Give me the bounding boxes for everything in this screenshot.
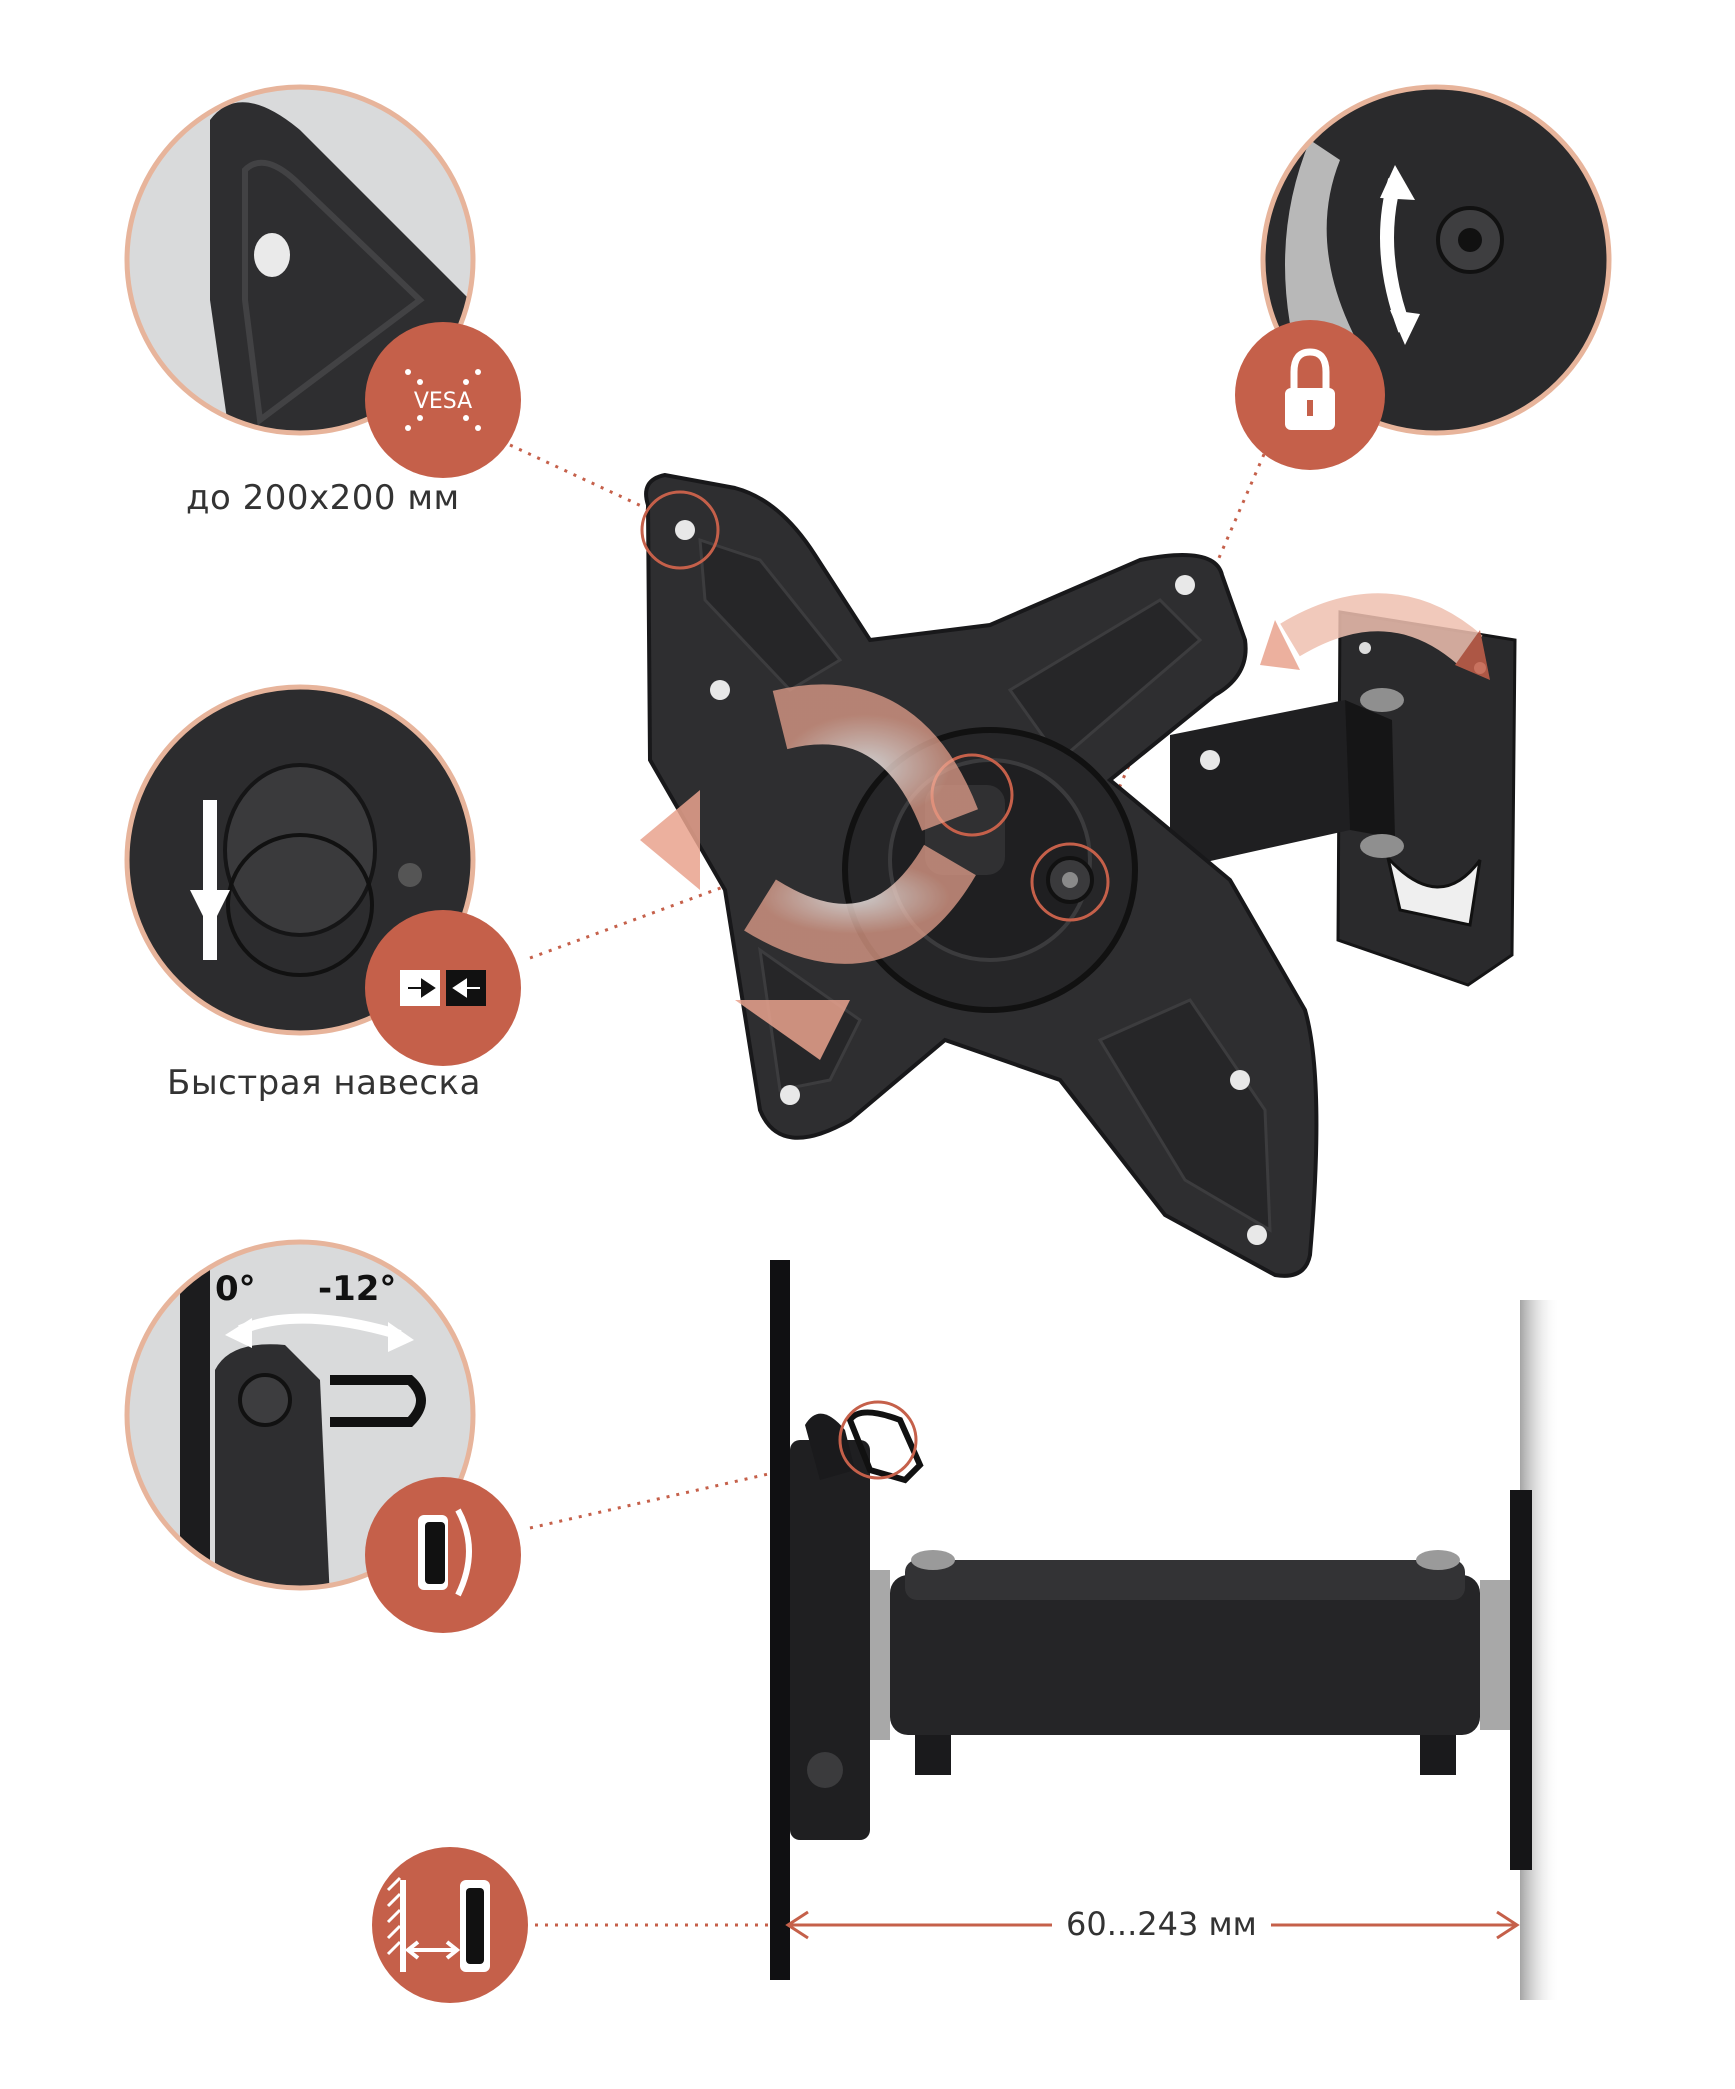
tilt-icon [418, 1508, 472, 1597]
side-view [770, 1260, 1560, 2000]
vesa-badge-text: VESA [414, 389, 472, 414]
distance-label: 60...243 мм [1052, 1905, 1271, 1943]
quick-mount-caption: Быстрая навеска [167, 1063, 481, 1103]
tilt-badge [365, 1477, 521, 1633]
vesa-icon [405, 369, 481, 431]
tilt-angle-start: 0° [215, 1269, 256, 1309]
wall-distance-badge [372, 1847, 528, 2003]
lock-callout [1235, 84, 1612, 470]
vesa-plate [640, 472, 1517, 1278]
quick-mount-callout [124, 684, 521, 1066]
vesa-callout: VESA [124, 84, 521, 478]
quick-mount-badge [365, 910, 521, 1066]
tilt-callout: 0° -12° [124, 1239, 521, 1633]
lock-icon [1285, 348, 1335, 430]
quick-mount-arrows-icon [400, 970, 486, 1006]
wall-distance-icon [386, 1876, 490, 1972]
tilt-angle-end: -12° [318, 1269, 396, 1309]
vesa-caption: до 200x200 мм [186, 478, 460, 518]
lock-badge [1235, 320, 1385, 470]
rotation-arrows [640, 593, 1490, 1060]
vesa-badge: VESA [365, 322, 521, 478]
